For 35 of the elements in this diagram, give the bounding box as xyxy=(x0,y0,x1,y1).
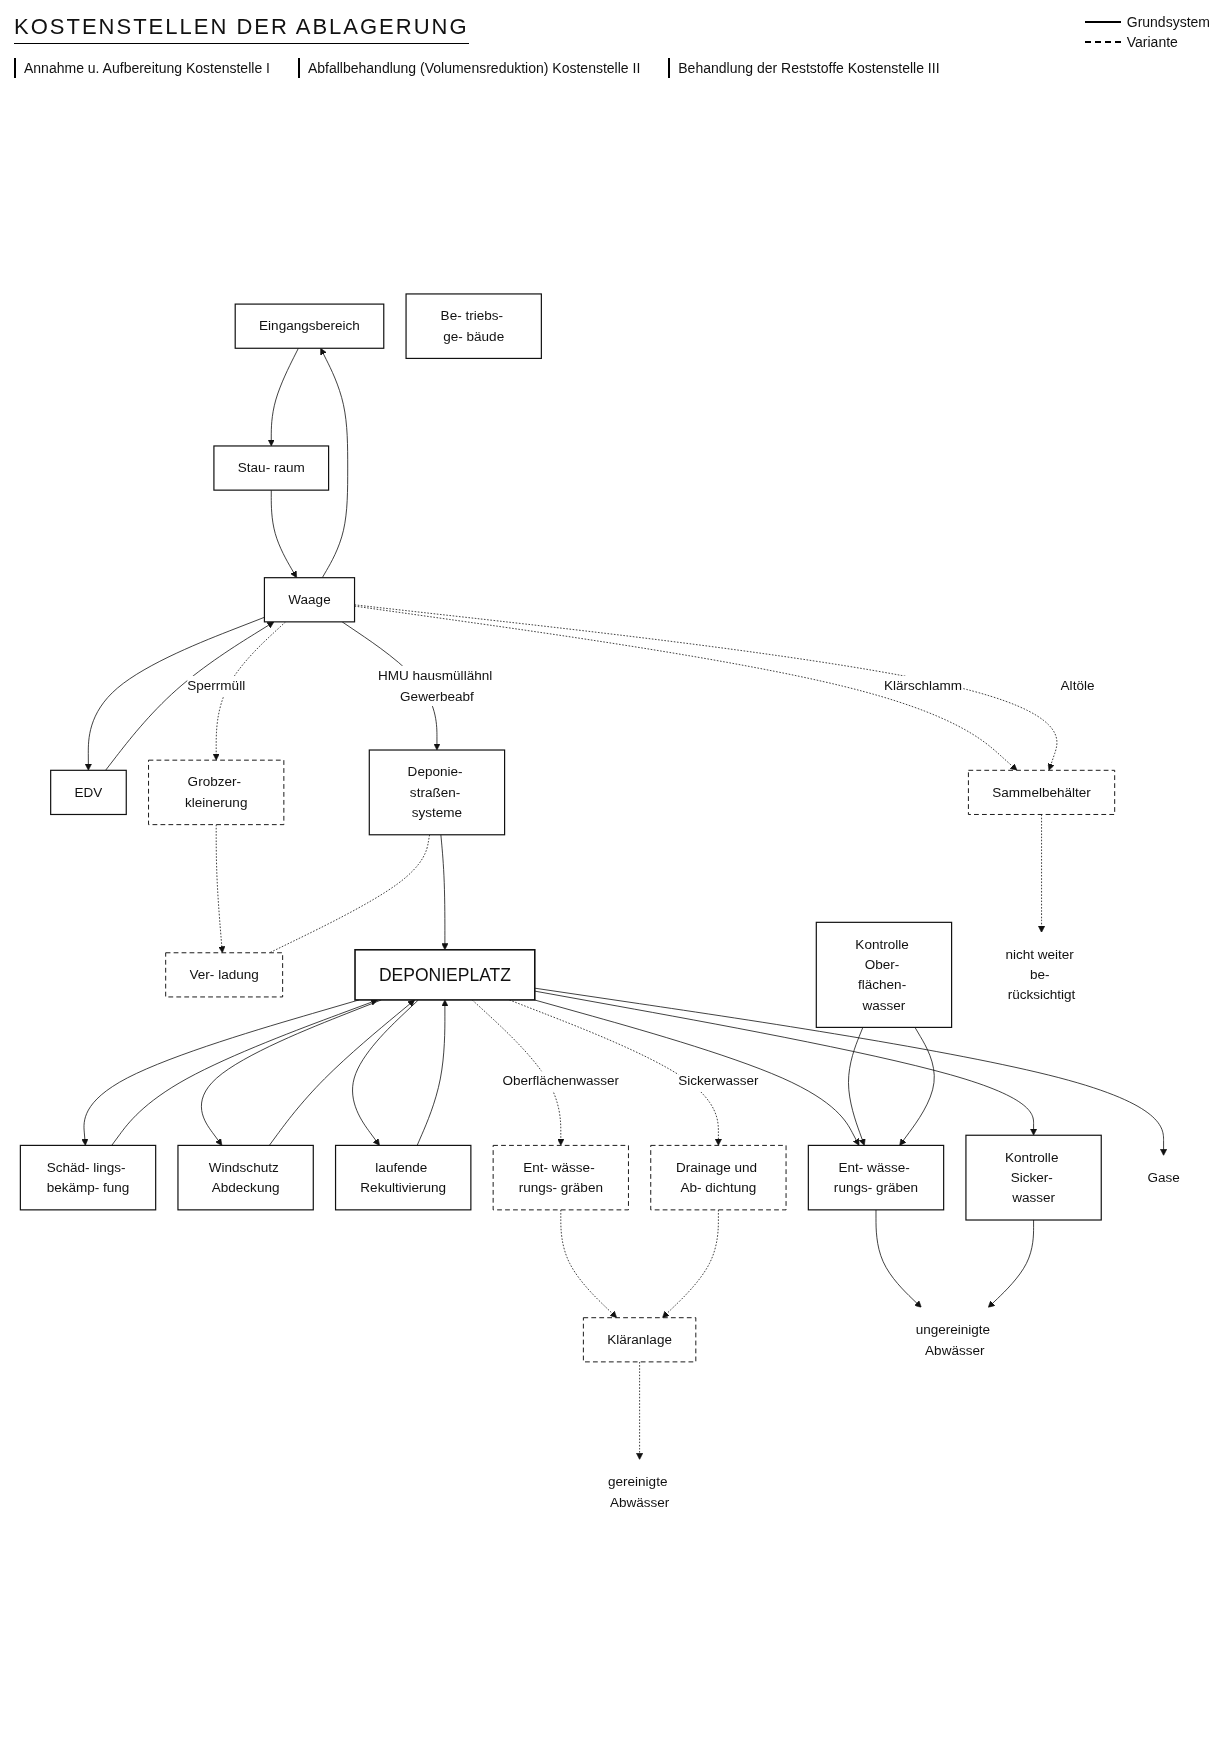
node-box: EDV xyxy=(50,769,127,816)
node-text: gereinigte Abwässer xyxy=(608,1473,670,1510)
node-box: Sammelbehälter xyxy=(967,769,1116,815)
node-text: Gase xyxy=(1147,1169,1180,1185)
node-box: Eingangsbereich xyxy=(234,303,385,349)
node-text: ungereinigte Abwässer xyxy=(915,1321,991,1358)
edge-label: Sickerwasser xyxy=(678,1073,759,1089)
cost-center-label: Behandlung der Reststoffe Kostenstelle III xyxy=(668,58,948,78)
edge-label: HMU hausmüllähnl Gewerbeabf xyxy=(377,668,493,704)
cost-center-label: Abfallbehandlung (Volumensreduktion) Kostenstelle II xyxy=(297,58,649,78)
node-box: Deponie- straßen- systeme xyxy=(368,749,506,836)
node-box: Kontrolle Sicker- wasser xyxy=(965,1134,1102,1221)
cost-center-label: Annahme u. Aufbereitung Kostenstelle I xyxy=(14,58,278,78)
node-box: Stau- raum xyxy=(213,445,330,491)
node-box: DEPONIEPLATZ xyxy=(354,949,536,1001)
diagram-title: KOSTENSTELLEN DER ABLAGERUNG xyxy=(14,14,469,44)
legend-label: Grundsystem xyxy=(1126,14,1210,30)
node-box: Grobzer- kleinerung xyxy=(148,759,285,826)
node-box: Schäd- lings- bekämp- fung xyxy=(19,1144,157,1211)
node-box: Waage xyxy=(263,577,356,623)
edge-label: Oberflächenwasser xyxy=(502,1073,620,1089)
node-box: Kontrolle Ober- flächen- wasser xyxy=(815,921,953,1028)
node-box: Ver- ladung xyxy=(165,952,284,998)
node-box: Ent- wässe- rungs- gräben xyxy=(492,1144,629,1211)
edge-label: Altöle xyxy=(1060,678,1095,694)
node-box: Windschutz Abdeckung xyxy=(177,1144,314,1211)
node-box: Kläranlage xyxy=(582,1317,697,1363)
node-box: Drainage und Ab- dichtung xyxy=(650,1144,787,1211)
edge-label: Sperrmüll xyxy=(187,678,246,694)
node-box: Ent- wässe- rungs- gräben xyxy=(807,1144,945,1211)
node-box: laufende Rekultivierung xyxy=(334,1144,472,1211)
edge-label: Klärschlamm xyxy=(883,678,963,694)
node-text: nicht weiter be- rücksichtigt xyxy=(1005,946,1076,1003)
legend-label: Variante xyxy=(1126,34,1178,50)
node-box: Be- triebs- ge- bäude xyxy=(405,293,542,359)
